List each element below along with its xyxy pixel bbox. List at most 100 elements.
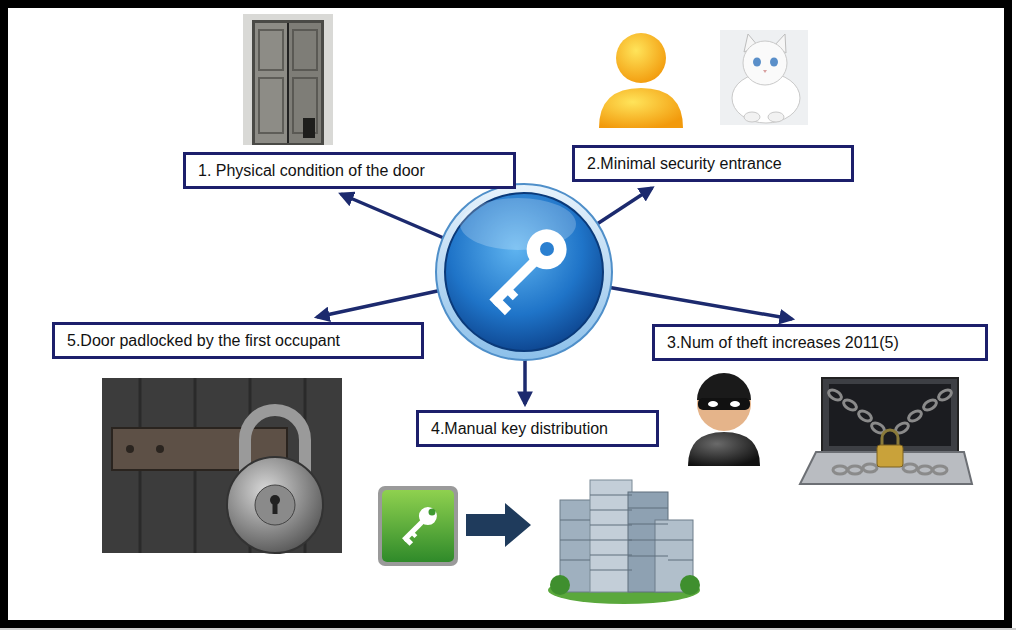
key-circle [540, 242, 554, 256]
door-picture [252, 20, 324, 145]
door-picture [259, 78, 283, 133]
laptop-picture [857, 409, 873, 423]
factor-box: 1. Physical condition of the door [183, 152, 516, 189]
thief-icon [688, 432, 760, 466]
laptop-picture [827, 388, 953, 474]
thief-icon [697, 373, 751, 400]
laptop-picture [848, 466, 862, 474]
door-picture [255, 23, 287, 143]
padlock-picture [227, 457, 323, 553]
laptop-picture [933, 466, 947, 474]
key-circle [445, 193, 603, 351]
key-circle [436, 184, 612, 360]
laptop-picture [918, 466, 932, 474]
padlock-picture [255, 485, 295, 525]
box-label: 3.Num of theft increases 2011(5) [667, 334, 899, 352]
laptop-picture [882, 430, 898, 446]
person-icon [599, 88, 683, 128]
buildings-picture [590, 510, 632, 511]
key-tile [404, 537, 413, 546]
laptop-picture [863, 464, 877, 472]
buildings-picture [680, 575, 700, 595]
key-tile [429, 509, 436, 516]
thief-icon [688, 373, 760, 466]
buildings-picture [628, 556, 668, 557]
person-icon [616, 33, 666, 83]
kitten-picture [720, 30, 808, 125]
buildings-picture [548, 480, 700, 604]
buildings-picture [628, 540, 668, 541]
kitten-picture [744, 112, 760, 122]
thief-icon [708, 401, 718, 407]
flow-arrow [466, 503, 531, 547]
laptop-picture [907, 409, 923, 423]
buildings-picture [590, 495, 632, 496]
kitten-picture [753, 58, 761, 67]
buildings-picture [590, 570, 632, 571]
buildings-picture [550, 575, 570, 595]
flow-arrow [466, 503, 531, 547]
door-picture [293, 30, 317, 70]
frame [0, 628, 1016, 630]
buildings-picture [628, 508, 668, 509]
box-label: 2.Minimal security entrance [587, 155, 782, 173]
buildings-picture [590, 480, 632, 592]
buildings-picture [668, 560, 693, 561]
kitten-picture [763, 70, 767, 73]
key-tile [378, 486, 458, 566]
laptop-picture [822, 378, 958, 452]
buildings-picture [590, 525, 632, 526]
spoke-arrow [341, 194, 446, 239]
laptop-picture [922, 398, 938, 412]
box-label: 1. Physical condition of the door [198, 162, 425, 180]
laptop-picture [800, 378, 972, 484]
buildings-picture [560, 540, 590, 541]
spoke-arrow [594, 188, 652, 226]
padlock-picture [102, 378, 342, 553]
laptop-picture [829, 384, 951, 446]
key-circle [479, 221, 575, 317]
kitten-picture [743, 41, 787, 85]
buildings-picture [560, 520, 590, 521]
laptop-picture [827, 388, 843, 402]
thief-icon [730, 401, 740, 407]
box-label: 5.Door padlocked by the first occupant [67, 332, 340, 350]
padlock-picture [156, 445, 164, 453]
spoke-arrow [317, 290, 442, 317]
door-picture [243, 14, 333, 145]
person-icon [599, 33, 683, 128]
key-tile [397, 503, 440, 546]
laptop-picture [903, 464, 917, 472]
buildings-picture [560, 560, 590, 561]
key-circle [436, 184, 612, 360]
factor-box: 3.Num of theft increases 2011(5) [652, 324, 988, 361]
key-tile [410, 531, 417, 538]
door-picture [289, 23, 321, 143]
door-picture [259, 30, 283, 70]
factor-box: 5.Door padlocked by the first occupant [52, 322, 424, 359]
door-picture [287, 23, 289, 143]
laptop-picture [937, 388, 953, 402]
spoke-arrow [607, 287, 792, 319]
buildings-picture [668, 540, 693, 541]
frame [0, 4, 1016, 629]
buildings-picture [590, 540, 632, 541]
kitten-picture [770, 58, 778, 67]
padlock-picture [126, 445, 134, 453]
buildings-picture [590, 555, 632, 556]
factor-box: 4.Manual key distribution [416, 410, 659, 447]
key-circle [504, 286, 518, 300]
key-tile [378, 486, 458, 566]
spoke-arrow [317, 188, 792, 404]
padlock-picture [102, 378, 342, 553]
key-tile [382, 490, 454, 562]
door-picture [303, 118, 315, 138]
buildings-picture [560, 495, 693, 570]
buildings-picture [628, 524, 668, 525]
key-circle [493, 297, 511, 315]
door-picture [243, 14, 333, 145]
kitten-picture [720, 30, 808, 125]
factor-box: 2.Minimal security entrance [572, 145, 854, 182]
kitten-picture [768, 112, 784, 122]
